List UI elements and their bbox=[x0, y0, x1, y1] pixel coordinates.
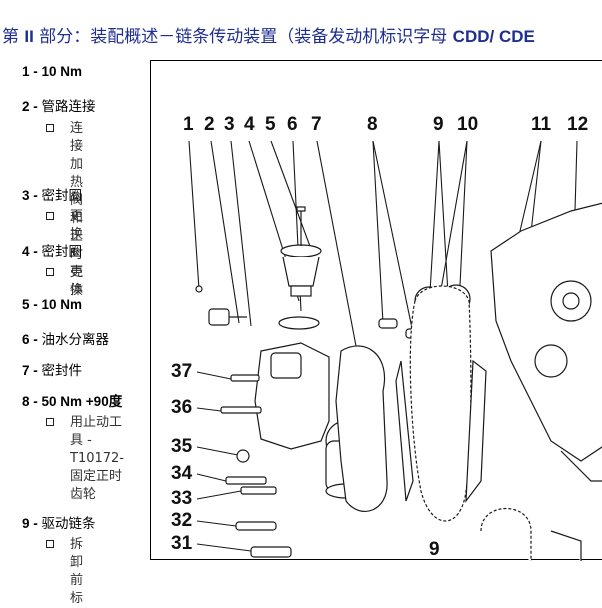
subitem-line: 齿轮 bbox=[70, 487, 97, 502]
legend-label: 密封件 bbox=[41, 363, 83, 379]
title-prefix: 第 bbox=[2, 27, 25, 47]
legend-item-4: 4 - 密封圈 bbox=[22, 240, 82, 260]
callout-34: 34 bbox=[171, 463, 193, 484]
legend-label: 油水分离器 bbox=[41, 332, 110, 348]
callout-33: 33 bbox=[171, 488, 193, 509]
subitem-line: 用止动工 bbox=[70, 415, 123, 430]
legend-number: 9 - bbox=[22, 516, 38, 531]
legend-number: 7 - bbox=[22, 363, 38, 378]
legend-number: 3 - bbox=[22, 188, 38, 203]
subitem-line: 固定正时 bbox=[70, 469, 123, 484]
subitem-line: 更换 bbox=[70, 209, 84, 242]
legend-item-5: 5 - 10 Nm bbox=[22, 297, 82, 312]
exploded-view-figure: 1 2 3 4 5 6 7 8 9 10 11 12 37 36 35 34 3… bbox=[150, 60, 602, 561]
callout-32: 32 bbox=[171, 510, 193, 531]
legend-label: 10 Nm bbox=[41, 297, 83, 312]
callout-5: 5 bbox=[265, 114, 276, 135]
page-title: 第 II 部分：装配概述－链条传动装置（装备发动机标识字母 CDD/ CDE bbox=[2, 22, 535, 47]
legend-number: 2 - bbox=[22, 99, 38, 114]
legend-label: 管路连接 bbox=[41, 99, 96, 115]
legend-number: 1 - bbox=[22, 64, 38, 79]
bullet-square-icon bbox=[46, 212, 54, 220]
legend-number: 5 - bbox=[22, 297, 38, 312]
legend-item-6: 6 - 油水分离器 bbox=[22, 328, 109, 348]
subitem-line: 拆卸前标 bbox=[70, 537, 84, 606]
legend-item-8: 8 - 50 Nm +90度 bbox=[22, 390, 122, 410]
legend-item-3: 3 - 密封圈 bbox=[22, 184, 82, 204]
title-main: 部分：装配概述－链条传动装置（装备发动机标识字母 bbox=[33, 27, 453, 47]
legend-label: 密封圈 bbox=[41, 244, 83, 260]
legend-number: 8 - bbox=[22, 394, 38, 409]
legend-label: 密封圈 bbox=[41, 188, 83, 204]
title-roman: II bbox=[24, 27, 34, 46]
subitem-line: 壳体 bbox=[70, 265, 84, 298]
callout-12: 12 bbox=[567, 114, 589, 135]
subitem-line: 具 - bbox=[70, 433, 92, 448]
bullet-square-icon bbox=[46, 418, 54, 426]
legend-item-7: 7 - 密封件 bbox=[22, 359, 82, 379]
callout-9: 9 bbox=[433, 114, 444, 135]
bullet-square-icon bbox=[46, 540, 54, 548]
legend-label: 驱动链条 bbox=[41, 516, 96, 532]
callout-2: 2 bbox=[204, 114, 215, 135]
callout-3: 3 bbox=[224, 114, 235, 135]
title-engine-codes: CDD/ CDE bbox=[452, 27, 535, 46]
legend-label: 50 Nm +90度 bbox=[41, 394, 123, 409]
callout-10: 10 bbox=[457, 114, 479, 135]
callout-1: 1 bbox=[183, 114, 194, 135]
bullet-square-icon bbox=[46, 124, 54, 132]
subitem-line: 阀和正时 bbox=[70, 193, 84, 262]
engine-chain-drive-drawing bbox=[188, 140, 602, 561]
callout-37: 37 bbox=[171, 361, 193, 382]
legend-item-2: 2 - 管路连接 bbox=[22, 95, 96, 115]
callout-7: 7 bbox=[311, 114, 322, 135]
callout-11: 11 bbox=[531, 114, 552, 135]
subitem-line: 更换 bbox=[70, 265, 84, 298]
bullet-square-icon bbox=[46, 268, 54, 276]
legend-number: 4 - bbox=[22, 244, 38, 259]
callout-8: 8 bbox=[367, 114, 378, 135]
callout-9-bottom: 9 bbox=[429, 539, 440, 560]
callout-35: 35 bbox=[171, 436, 193, 457]
legend-number: 6 - bbox=[22, 332, 38, 347]
legend-item-1: 1 - 10 Nm bbox=[22, 64, 82, 79]
subitem-line: T10172- bbox=[70, 451, 124, 466]
callout-6: 6 bbox=[287, 114, 298, 135]
legend-label: 10 Nm bbox=[41, 64, 83, 79]
callout-36: 36 bbox=[171, 397, 193, 418]
callout-31: 31 bbox=[171, 533, 193, 554]
callout-4: 4 bbox=[244, 114, 255, 135]
subitem-line: 连接加热 bbox=[70, 121, 84, 190]
legend-item-9: 9 - 驱动链条 bbox=[22, 512, 96, 532]
